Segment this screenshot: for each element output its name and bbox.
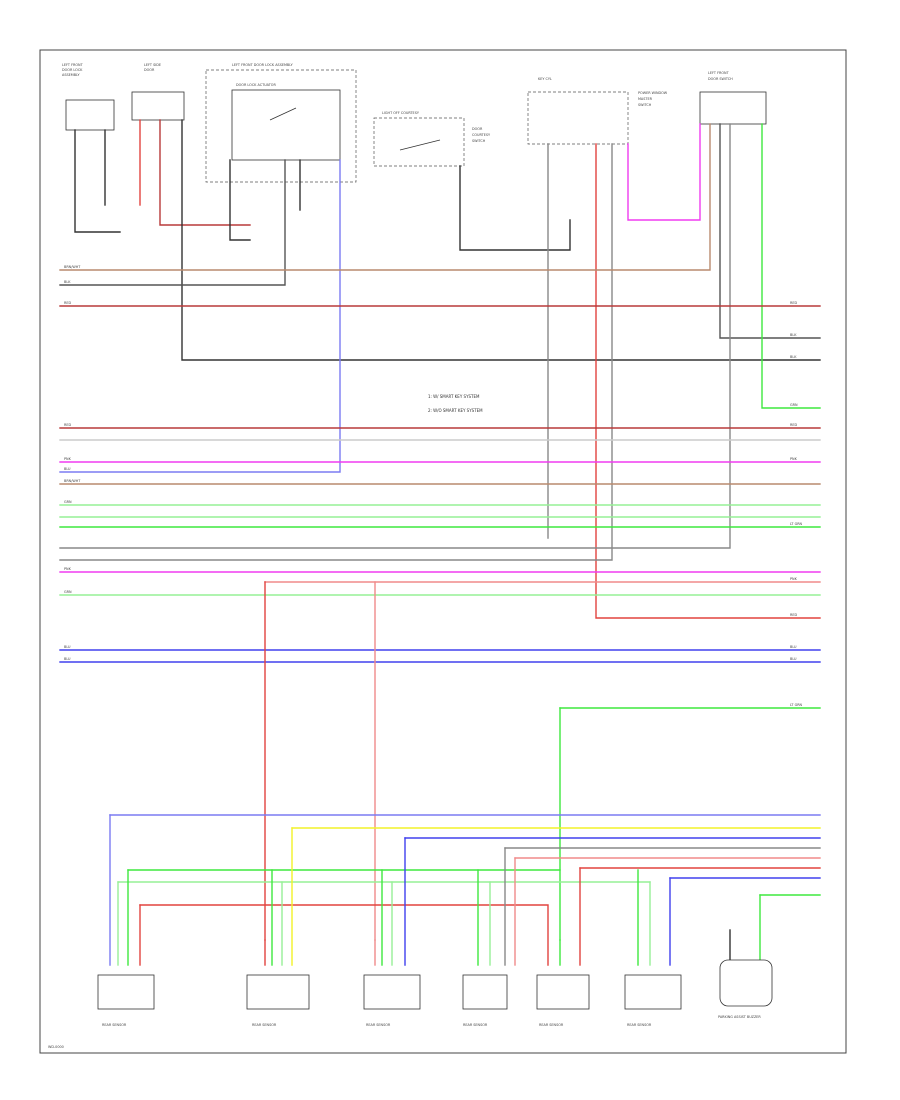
legend-item-2: 2: W/O SMART KEY SYSTEM xyxy=(428,408,483,413)
buzzer-label: PARKING ASSIST BUZZER xyxy=(718,1015,761,1019)
sensor-4-label: REAR SENSOR xyxy=(463,1023,488,1027)
svg-text:DOOR LOCK ACTUATOR: DOOR LOCK ACTUATOR xyxy=(236,83,276,87)
svg-text:DOOR LOCK: DOOR LOCK xyxy=(62,68,83,72)
component-courtesy xyxy=(373,117,465,167)
svg-text:BRN/WHT: BRN/WHT xyxy=(64,265,81,269)
sensor-4 xyxy=(462,974,508,1010)
sensor-6-label: REAR SENSOR xyxy=(627,1023,652,1027)
sensor-2-label: REAR SENSOR xyxy=(252,1023,277,1027)
buzzer xyxy=(719,959,773,1007)
svg-text:BLK: BLK xyxy=(790,333,797,337)
svg-text:RED: RED xyxy=(790,613,797,617)
svg-text:DOOR: DOOR xyxy=(144,68,155,72)
svg-text:DOOR: DOOR xyxy=(472,127,483,131)
sensor-5-label: REAR SENSOR xyxy=(539,1023,564,1027)
svg-text:COURTESY: COURTESY xyxy=(472,133,491,137)
svg-text:BLU: BLU xyxy=(790,657,797,661)
svg-text:LEFT FRONT: LEFT FRONT xyxy=(708,71,730,75)
component-lamp-control xyxy=(131,91,185,121)
svg-text:PNK: PNK xyxy=(64,457,72,461)
component-door-lock-module xyxy=(205,69,357,183)
sensor-1 xyxy=(97,974,155,1010)
svg-text:PNK: PNK xyxy=(790,457,798,461)
component-key-lock xyxy=(527,91,629,145)
svg-text:RED: RED xyxy=(790,301,797,305)
bus-labels: BRN/WHT BLK RED RED BLK BLK GRN RED RED … xyxy=(64,265,803,707)
svg-text:RED: RED xyxy=(64,301,71,305)
legend-item-1: 1: W/ SMART KEY SYSTEM xyxy=(428,394,480,399)
svg-text:SWITCH: SWITCH xyxy=(472,139,486,143)
svg-text:PNK: PNK xyxy=(790,577,798,581)
sensor-1-label: REAR SENSOR xyxy=(102,1023,127,1027)
component-light-switch xyxy=(65,99,115,131)
top-components: LEFT FRONT DOOR LOCK ASSEMBLY LEFT SIDE … xyxy=(62,63,767,183)
svg-text:BRN/WHT: BRN/WHT xyxy=(64,479,81,483)
svg-text:GRN: GRN xyxy=(64,590,72,594)
legend: 1: W/ SMART KEY SYSTEM 2: W/O SMART KEY … xyxy=(428,394,483,413)
svg-text:RED: RED xyxy=(790,423,797,427)
footer-code: WD-0000 xyxy=(48,1045,64,1049)
svg-text:LIGHT OFF COURTESY: LIGHT OFF COURTESY xyxy=(382,111,420,115)
svg-text:GRN: GRN xyxy=(790,403,798,407)
svg-text:LEFT FRONT: LEFT FRONT xyxy=(62,63,84,67)
sensors: REAR SENSOR REAR SENSOR REAR SENSOR REAR… xyxy=(97,959,773,1027)
diagram-frame xyxy=(39,49,847,1054)
svg-text:RED: RED xyxy=(64,423,71,427)
svg-text:BLK: BLK xyxy=(64,280,71,284)
svg-text:SWITCH: SWITCH xyxy=(638,103,652,107)
svg-text:LT GRN: LT GRN xyxy=(790,522,803,526)
svg-text:BLU: BLU xyxy=(64,645,71,649)
sensor-6 xyxy=(624,974,682,1010)
top-drops xyxy=(59,119,821,619)
sensor-3 xyxy=(363,974,421,1010)
svg-text:ASSEMBLY: ASSEMBLY xyxy=(62,73,80,77)
lower-feeds xyxy=(109,581,821,966)
svg-text:BLU: BLU xyxy=(64,467,71,471)
component-door-lock xyxy=(231,89,341,161)
svg-text:MASTER: MASTER xyxy=(638,97,653,101)
component-front-switch xyxy=(699,91,767,125)
svg-text:LEFT SIDE: LEFT SIDE xyxy=(144,63,161,67)
svg-text:PNK: PNK xyxy=(64,567,72,571)
sensor-5 xyxy=(536,974,590,1010)
svg-text:BLU: BLU xyxy=(790,645,797,649)
svg-text:POWER WINDOW: POWER WINDOW xyxy=(638,91,668,95)
svg-text:KEY CYL: KEY CYL xyxy=(538,77,552,81)
horizontal-bus xyxy=(59,305,821,663)
svg-text:GRN: GRN xyxy=(64,500,72,504)
sensor-2 xyxy=(246,974,310,1010)
svg-text:LT GRN: LT GRN xyxy=(790,703,803,707)
svg-text:DOOR SWITCH: DOOR SWITCH xyxy=(708,77,733,81)
svg-text:BLK: BLK xyxy=(790,355,797,359)
svg-text:LEFT FRONT DOOR LOCK ASSEMBLY: LEFT FRONT DOOR LOCK ASSEMBLY xyxy=(232,63,294,67)
sensor-3-label: REAR SENSOR xyxy=(366,1023,391,1027)
svg-text:BLU: BLU xyxy=(64,657,71,661)
